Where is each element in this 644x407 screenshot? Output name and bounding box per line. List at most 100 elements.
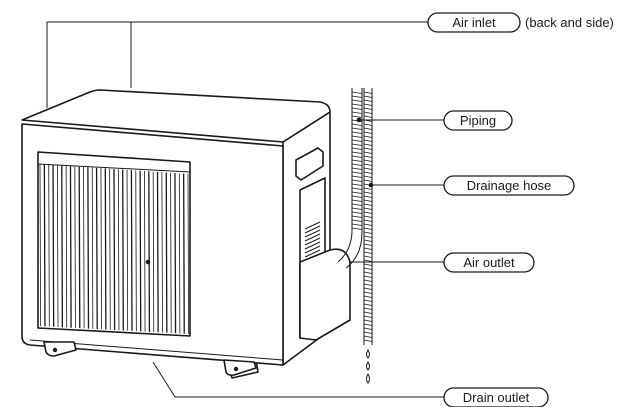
grille-fin — [122, 169, 124, 331]
drainage-hose-rib — [363, 323, 373, 326]
side-vent-slot — [304, 233, 321, 242]
drainage-hose-rib — [363, 255, 373, 258]
grille-fin — [104, 168, 107, 330]
piping-rib — [351, 159, 363, 162]
drainage-hose-rib — [363, 239, 373, 242]
piping-rib — [351, 107, 363, 110]
drainage-hose-rib — [363, 95, 373, 98]
grille-fin — [113, 168, 116, 331]
grille-fin — [165, 172, 168, 333]
grille-fin — [109, 168, 111, 330]
side-vent-slot — [304, 229, 321, 238]
unit-base-rim — [29, 329, 331, 366]
piping-rib — [351, 199, 363, 202]
drainage-hose-rib — [363, 267, 373, 270]
piping-rib — [351, 191, 363, 194]
drainage-hose-rib — [363, 147, 373, 150]
drainage-hose-rib — [363, 215, 373, 218]
drainage-hose-rib — [363, 219, 373, 222]
side-vent-slot — [304, 225, 321, 234]
grille-fin — [87, 167, 90, 329]
drainage-hose-rib — [363, 203, 373, 206]
piping-rib — [351, 215, 363, 218]
label-piping: Piping — [443, 110, 513, 131]
grille-fin — [48, 164, 50, 327]
drainage-hose-rib — [363, 251, 373, 254]
piping-rib — [351, 147, 363, 150]
drainage-hose-rib — [363, 231, 373, 234]
drainage-hose-rib — [363, 143, 373, 146]
foot-bolt-left — [52, 347, 58, 353]
label-piping-text: Piping — [460, 113, 496, 128]
drainage-hose-rib — [363, 131, 373, 134]
grille-fin — [74, 166, 76, 328]
grille-fin — [52, 164, 55, 327]
piping-rib — [351, 123, 363, 126]
drainage-hose-rib — [363, 263, 373, 266]
drainage-hose-rib — [363, 223, 373, 226]
drainage-hose-rib — [363, 271, 373, 274]
piping-rib — [351, 95, 363, 98]
side-vent-slot — [304, 245, 321, 254]
piping-rib — [351, 179, 363, 182]
piping-rib — [351, 135, 363, 138]
piping-rib — [351, 127, 363, 130]
drainage-hose-rib — [363, 339, 373, 342]
drainage-hose-rib — [363, 99, 373, 102]
drainage-hose-rib — [363, 291, 373, 294]
piping-rib — [351, 195, 363, 198]
foot-front-left — [43, 341, 77, 357]
piping-rib — [351, 183, 363, 186]
dot-air-outlet — [145, 259, 151, 265]
grille-fin — [65, 165, 68, 328]
front-grille-fins — [39, 164, 190, 334]
label-air-outlet-text: Air outlet — [463, 255, 515, 270]
label-air-inlet-note: (back and side) — [525, 15, 614, 30]
unit-top-face — [21, 89, 331, 143]
label-air-inlet: Air inlet (back and side) — [427, 12, 614, 33]
grille-fin — [187, 173, 190, 334]
drainage-hose-rib — [363, 311, 373, 314]
piping-rib — [351, 143, 363, 146]
grille-fin — [144, 171, 146, 332]
drainage-hose-rib — [363, 155, 373, 158]
drainage-hose-rib — [363, 163, 373, 166]
water-drop-2 — [366, 361, 370, 371]
label-air-outlet-pill — [443, 252, 535, 273]
drainage-hose-rib — [363, 115, 373, 118]
grille-fin — [174, 173, 177, 334]
drainage-hose-rib — [363, 331, 373, 334]
grille-fin — [126, 169, 129, 331]
grille-fin — [39, 164, 41, 327]
grille-fin — [161, 172, 163, 333]
piping-rib — [351, 131, 363, 134]
drainage-hose-rib — [363, 295, 373, 298]
drainage-hose-rib — [363, 195, 373, 198]
drainage-hose-rib — [363, 207, 373, 210]
drainage-hose-rib — [363, 235, 373, 238]
piping-rib — [351, 103, 363, 106]
piping-rib — [351, 151, 363, 154]
drainage-hose-rib — [363, 315, 373, 318]
piping-tube-left — [337, 88, 353, 263]
grille-fin — [57, 165, 59, 328]
label-air-outlet: Air outlet — [443, 252, 535, 273]
piping-rib — [351, 223, 363, 226]
water-drop-1 — [366, 349, 370, 359]
grille-fin — [152, 171, 155, 333]
grille-fin — [78, 166, 81, 329]
foot-front-right — [223, 359, 257, 376]
drainage-hose-rib — [363, 283, 373, 286]
piping-rib — [351, 227, 363, 230]
piping-rib — [351, 163, 363, 166]
drainage-hose-rib — [363, 287, 373, 290]
side-vent-slot — [304, 221, 321, 230]
grille-fin — [170, 172, 172, 333]
leader-drain-outlet — [152, 361, 444, 398]
foot-bolt-right — [233, 366, 239, 372]
piping-rib — [351, 99, 363, 102]
grille-fin — [182, 173, 185, 334]
drainage-hose-rib — [363, 127, 373, 130]
drainage-hose-rib — [363, 199, 373, 202]
